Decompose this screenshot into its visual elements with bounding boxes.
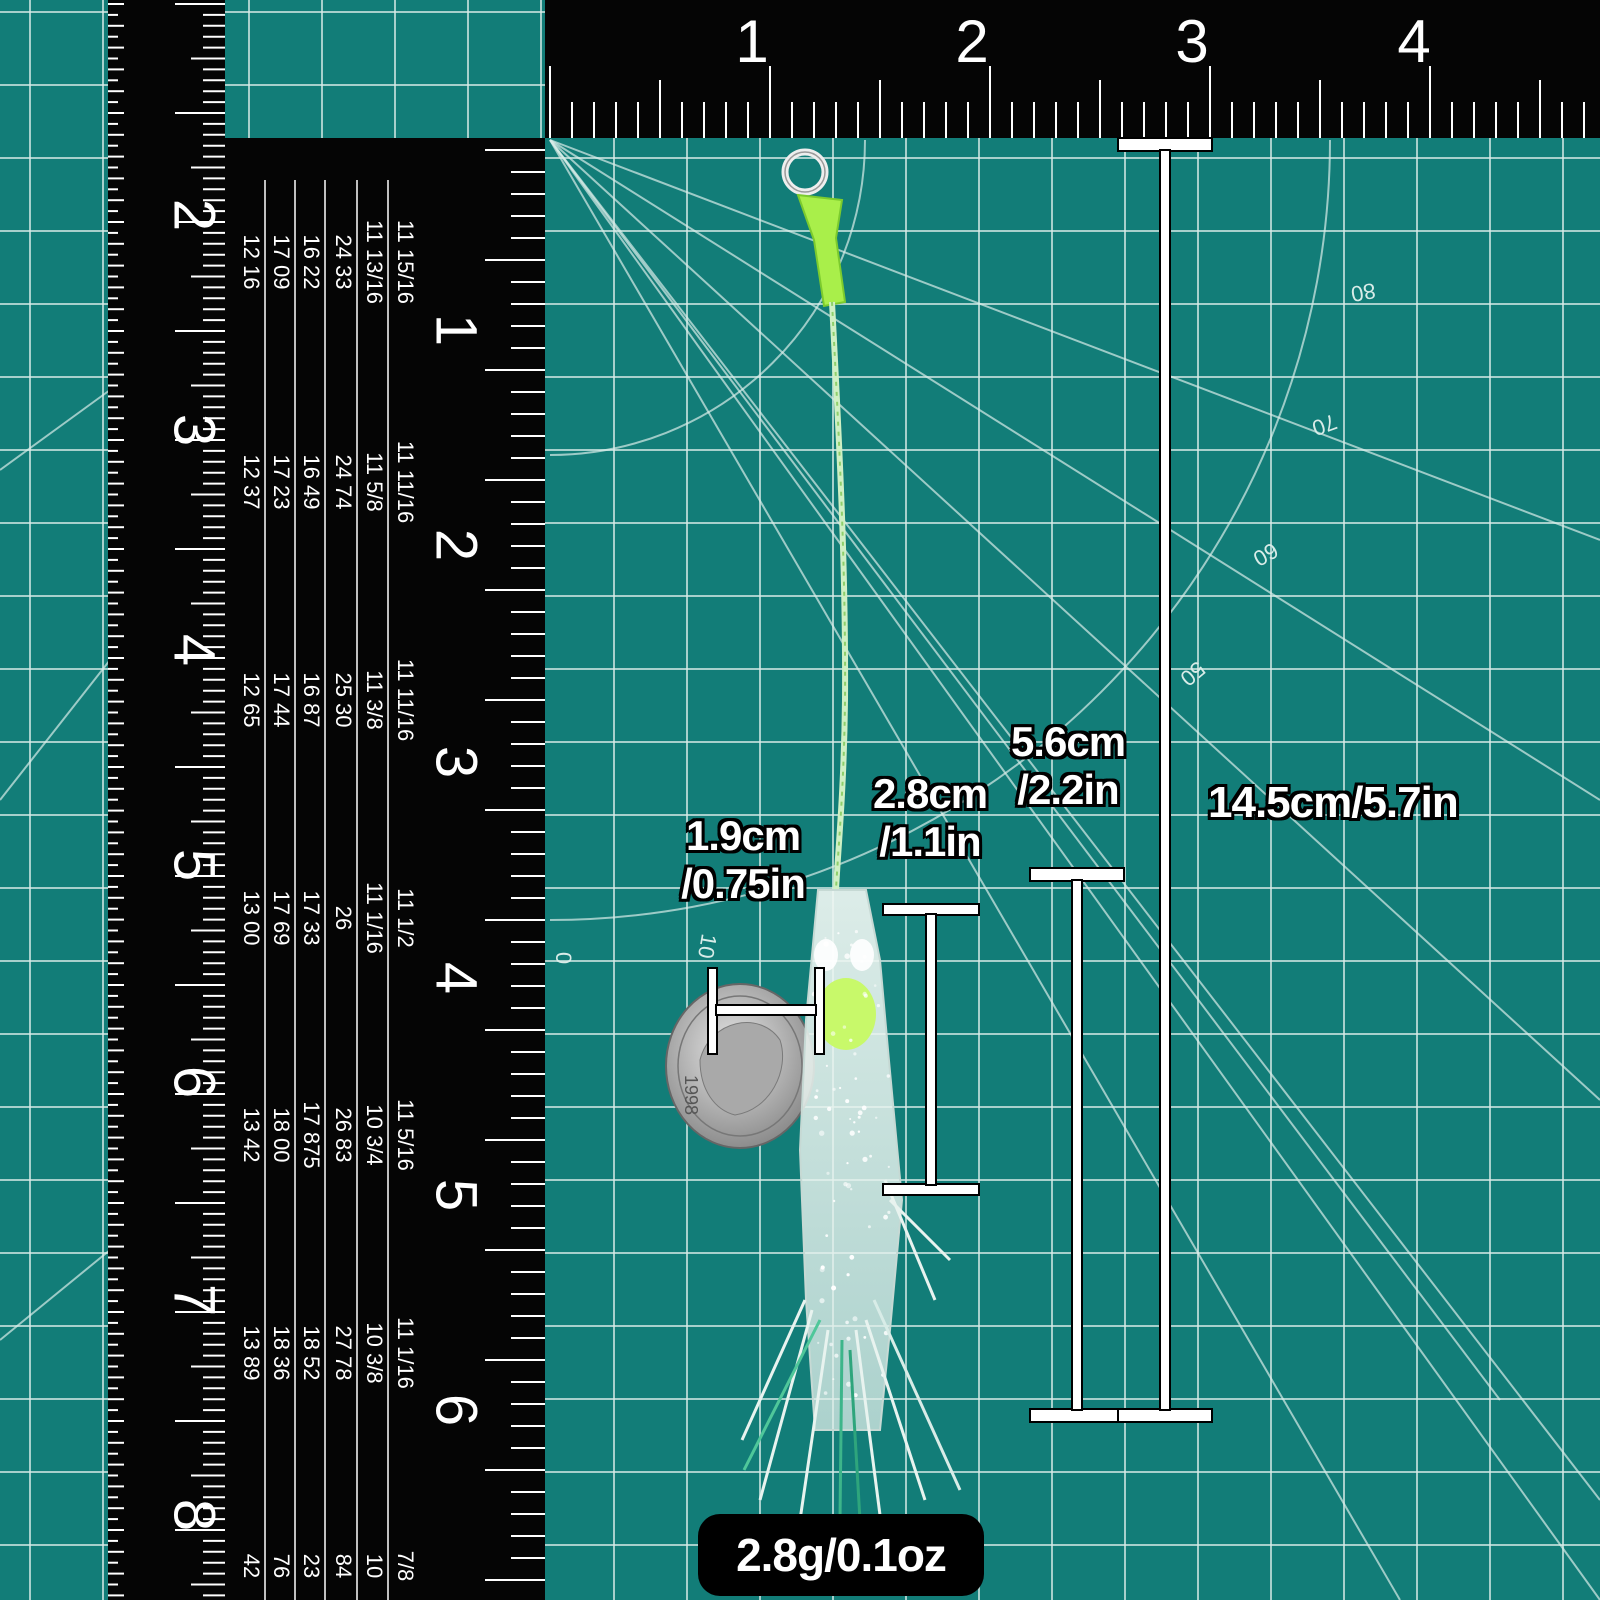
ruler-table-cell: 25 30 (331, 672, 356, 727)
head-width-cm: 1.9cm (685, 812, 801, 859)
protractor-label: 0 (551, 952, 576, 964)
ruler-table-cell: 11 5/16 (393, 1099, 418, 1171)
top-ruler-number: 4 (1397, 8, 1430, 75)
ruler-table-cell: 26 (331, 906, 356, 930)
ruler-table-cell: 11 15/16 (393, 220, 418, 304)
head-width-marker (707, 967, 825, 1055)
skirt-sparkles (811, 930, 891, 1398)
outer-ruler-number: 3 (162, 414, 227, 446)
squid-lure (740, 148, 962, 1521)
head-width-in: /0.75in (681, 860, 806, 908)
ruler-table-cell: 13 00 (239, 890, 264, 945)
ruler-table-cell: 18 00 (269, 1107, 294, 1162)
ruler-table-cell: 17 09 (269, 234, 294, 289)
inner-ruler-number: 6 (424, 1394, 489, 1426)
ruler-table-cell: 10 3/4 (362, 1104, 387, 1165)
top-ruler (545, 0, 1600, 138)
skirt-length-cm: 5.6cm (1010, 718, 1126, 765)
top-ruler-ticks (549, 66, 1585, 138)
ruler-table-cell: 16 22 (299, 234, 324, 289)
protractor-label: 10 (693, 932, 722, 960)
ruler-table-cell: 11 1/16 (362, 882, 387, 954)
ruler-table-cell: 12 65 (239, 672, 264, 727)
total-length-marker (1117, 137, 1213, 1423)
inner-ruler-numbers: 1 2 3 4 5 6 (424, 314, 489, 1426)
top-ruler-numbers: 1 2 3 4 (735, 8, 1430, 75)
ruler-table-cell: 10 (362, 1554, 387, 1578)
ruler-table-cell: 13 89 (239, 1325, 264, 1380)
outer-ruler-number: 6 (162, 1066, 227, 1098)
ruler-table-cell: 17 33 (299, 890, 324, 945)
ruler-table-cell: 12 37 (239, 454, 264, 509)
ruler-table-cell: 7/8 (393, 1551, 418, 1582)
inner-ruler-number: 1 (424, 314, 489, 346)
flash-tails (740, 1179, 962, 1521)
outer-ruler-number: 5 (162, 849, 227, 881)
ruler-table-cell: 11 5/8 (362, 452, 387, 512)
total-length-label: 14.5cm/5.7in (1208, 778, 1459, 829)
head-length-cm: 2.8cm (872, 770, 988, 817)
total-length-text: 14.5cm/5.7in (1208, 778, 1459, 827)
head-length-in: /1.1in (879, 818, 981, 866)
top-ruler-number: 3 (1175, 8, 1208, 75)
head-length-label: 2.8cm /1.1in (860, 770, 1000, 867)
inner-ruler-number: 4 (424, 962, 489, 994)
outer-ruler-ticks (108, 3, 225, 1597)
head-length-marker (882, 903, 980, 1196)
ruler-table-cell: 17 875 (299, 1101, 324, 1168)
outer-ruler-number: 2 (162, 199, 227, 231)
outer-ruler-number: 8 (162, 1499, 227, 1531)
dimension-markers (707, 137, 1213, 1423)
outer-ruler-number: 7 (162, 1284, 227, 1316)
weight-badge: 2.8g/0.1oz (698, 1514, 984, 1596)
glow-knot (796, 193, 847, 308)
ruler-table-cell: 11 3/8 (362, 670, 387, 730)
ruler-table-cell: 26 83 (331, 1107, 356, 1162)
ruler-table-cell: 17 44 (269, 672, 294, 727)
top-ruler-number: 1 (735, 8, 768, 75)
inner-ruler-number: 2 (424, 529, 489, 561)
outer-ruler-number: 4 (162, 634, 227, 666)
inner-ruler-number: 3 (424, 746, 489, 778)
ruler-table-cell: 11 13/16 (362, 220, 387, 304)
ruler-table-cell: 17 69 (269, 890, 294, 945)
ruler-table-cell: 76 (269, 1554, 294, 1578)
ruler-table-cell: 13 42 (239, 1107, 264, 1162)
top-ruler-number: 2 (955, 8, 988, 75)
ruler-table-cell: 12 16 (239, 234, 264, 289)
ruler-table-cell: 11 1/2 (393, 888, 418, 948)
coin: 1998 (665, 983, 815, 1149)
skirt-length-marker (1029, 867, 1125, 1423)
ruler-table-cell: 17 23 (269, 454, 294, 509)
ruler-table-cell: 10 3/8 (362, 1322, 387, 1383)
inner-ruler-number: 5 (424, 1179, 489, 1211)
ruler-table-cell: 84 (331, 1554, 356, 1578)
skirt-length-label: 5.6cm /2.2in (998, 718, 1138, 815)
ruler-table-cell: 18 52 (299, 1325, 324, 1380)
ruler-table-cell: 16 87 (299, 672, 324, 727)
ruler-table-cell: 42 (239, 1554, 264, 1578)
ruler-table-lines (264, 180, 389, 1600)
ruler-table-cell: 24 33 (331, 234, 356, 289)
outer-ruler-numbers: 2 3 4 5 6 7 8 (162, 199, 227, 1531)
ruler-table-cell: 18 36 (269, 1325, 294, 1380)
ruler-table-cell: 11 1/16 (393, 1317, 418, 1389)
ruler-table-cell: 24 74 (331, 454, 356, 509)
ruler-table-cell: 16 49 (299, 454, 324, 509)
inner-ruler-ticks (485, 149, 545, 1581)
protractor-label: 80 (1349, 278, 1377, 307)
coin-year: 1998 (681, 1075, 701, 1115)
ruler-table-cell: 11 11/16 (393, 659, 418, 741)
head-width-label: 1.9cm /0.75in (668, 812, 818, 909)
ruler-table-cell: 27 78 (331, 1325, 356, 1380)
skirt-length-in: /2.2in (1017, 766, 1119, 814)
inner-ruler (225, 138, 545, 1600)
ruler-table-cell: 11 11/16 (393, 441, 418, 523)
ruler-table-cell: 23 (299, 1554, 324, 1578)
